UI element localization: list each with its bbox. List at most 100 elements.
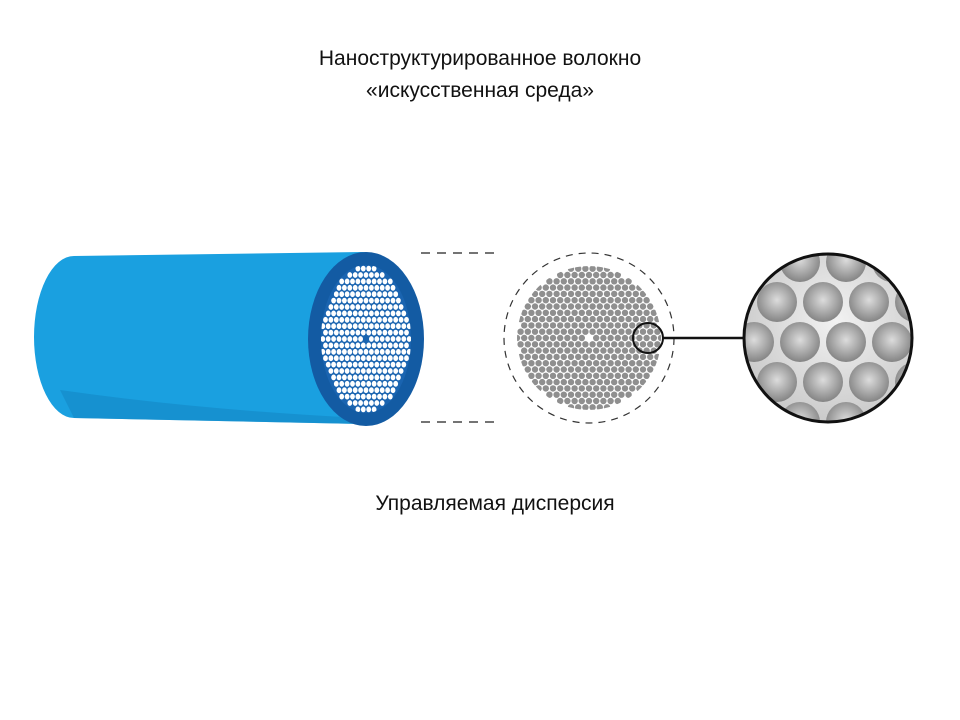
cross-section-hole bbox=[611, 378, 618, 386]
fiber-hole bbox=[385, 297, 390, 304]
cross-section-hole bbox=[539, 290, 546, 298]
cross-section-hole bbox=[582, 378, 589, 386]
fiber-hole bbox=[382, 342, 388, 349]
cross-section-hole bbox=[643, 360, 650, 367]
cross-section-hole bbox=[564, 360, 571, 367]
cross-section-hole bbox=[621, 347, 629, 354]
cross-section-hole bbox=[535, 297, 542, 304]
title-line-1: Наноструктурированное волокно bbox=[318, 47, 642, 70]
cross-section-hole bbox=[575, 378, 582, 386]
cross-section-hole bbox=[539, 315, 546, 323]
cross-section-hole bbox=[528, 297, 535, 304]
cross-section-hole bbox=[582, 341, 589, 348]
cross-section-hole bbox=[546, 391, 553, 398]
magnified-hole bbox=[872, 254, 912, 282]
fiber-hole bbox=[385, 387, 390, 394]
fiber-hole bbox=[336, 348, 342, 355]
cross-section-hole bbox=[603, 328, 611, 335]
cross-section-hole bbox=[603, 278, 611, 285]
cross-section-hole bbox=[546, 278, 553, 285]
cross-section-hole bbox=[596, 341, 603, 348]
fiber-hole bbox=[350, 278, 355, 285]
cross-section-hole bbox=[567, 391, 575, 398]
fiber-hole bbox=[393, 380, 399, 387]
cross-section-hole bbox=[528, 360, 535, 367]
fiber-hole bbox=[347, 310, 353, 317]
magnified-hole bbox=[872, 402, 912, 422]
cross-section-hole bbox=[611, 315, 618, 323]
cross-section-hole bbox=[625, 353, 632, 361]
cross-section-hole bbox=[549, 347, 557, 354]
cross-section-hole bbox=[625, 290, 632, 298]
fiber-hole bbox=[401, 323, 407, 330]
fiber-hole bbox=[379, 297, 385, 304]
fiber-hole bbox=[358, 310, 363, 317]
cross-section-hole bbox=[636, 360, 643, 367]
cross-section-hole bbox=[535, 360, 542, 367]
cross-section-hole bbox=[542, 284, 549, 291]
fiber-hole bbox=[339, 304, 345, 310]
fiber-hole bbox=[387, 355, 393, 362]
magnified-hole bbox=[918, 322, 958, 362]
fiber-hole bbox=[350, 316, 355, 323]
cross-section-hole bbox=[596, 391, 603, 398]
fiber-hole bbox=[387, 316, 393, 323]
cross-section-hole bbox=[575, 315, 582, 323]
fiber-hole bbox=[328, 368, 334, 374]
fiber-hole bbox=[360, 278, 366, 285]
cross-section-hole bbox=[593, 309, 600, 316]
cross-section-hole bbox=[639, 290, 647, 298]
cross-section-hole bbox=[607, 297, 614, 304]
fiber-hole bbox=[393, 291, 399, 298]
cross-section-hole bbox=[593, 284, 600, 291]
fiber-hole bbox=[396, 310, 401, 317]
fiber-hole bbox=[366, 342, 372, 349]
magnified-hole bbox=[757, 202, 797, 242]
fiber-hole bbox=[374, 297, 380, 304]
fiber-hole bbox=[336, 310, 342, 317]
cross-section-hole bbox=[549, 360, 557, 367]
cross-section-hole bbox=[524, 328, 531, 335]
cross-section-hole bbox=[582, 391, 589, 398]
fiber-body-shadow bbox=[60, 390, 362, 424]
fiber-hole bbox=[371, 304, 377, 310]
fiber-hole bbox=[355, 380, 361, 387]
cross-section-hole bbox=[539, 341, 546, 348]
fiber-hole bbox=[390, 348, 396, 355]
cross-section-hole bbox=[575, 404, 582, 410]
cross-section-hole bbox=[589, 391, 596, 398]
cross-section-hole bbox=[636, 284, 643, 291]
cross-section-hole bbox=[571, 372, 578, 379]
cross-section-hole bbox=[582, 404, 589, 410]
cross-section-hole bbox=[607, 397, 614, 405]
title-line-2: «искусственная среда» bbox=[366, 79, 594, 102]
cross-section-hole bbox=[549, 284, 557, 291]
fiber-hole bbox=[336, 336, 342, 342]
cross-section-hole bbox=[560, 278, 567, 285]
cross-section-hole bbox=[596, 353, 603, 361]
cross-section-hole bbox=[521, 309, 528, 316]
cross-section-hole bbox=[557, 334, 564, 342]
fiber-hole bbox=[358, 374, 363, 381]
magnified-hole bbox=[803, 202, 843, 242]
cross-section-hole bbox=[600, 297, 607, 304]
cross-section-hole bbox=[528, 347, 535, 354]
fiber-hole bbox=[325, 323, 331, 330]
cross-section-hole bbox=[647, 303, 654, 310]
cross-section-hole bbox=[553, 303, 560, 310]
fiber-hole bbox=[352, 336, 358, 342]
cross-section-hole bbox=[549, 309, 557, 316]
fiber-hole bbox=[333, 380, 339, 387]
fiber-hole bbox=[366, 329, 372, 336]
fiber-hole bbox=[366, 316, 372, 323]
fiber-hole bbox=[379, 348, 385, 355]
fiber-hole bbox=[328, 316, 334, 323]
cross-section-hole bbox=[546, 315, 553, 323]
fiber-hole bbox=[377, 278, 382, 285]
cross-section-hole bbox=[632, 315, 639, 323]
cross-section-hole bbox=[567, 404, 575, 410]
cross-section-hole bbox=[578, 271, 585, 279]
fiber-hole bbox=[382, 380, 388, 387]
cross-section-hole bbox=[571, 297, 578, 304]
cross-section-hole bbox=[571, 397, 578, 405]
